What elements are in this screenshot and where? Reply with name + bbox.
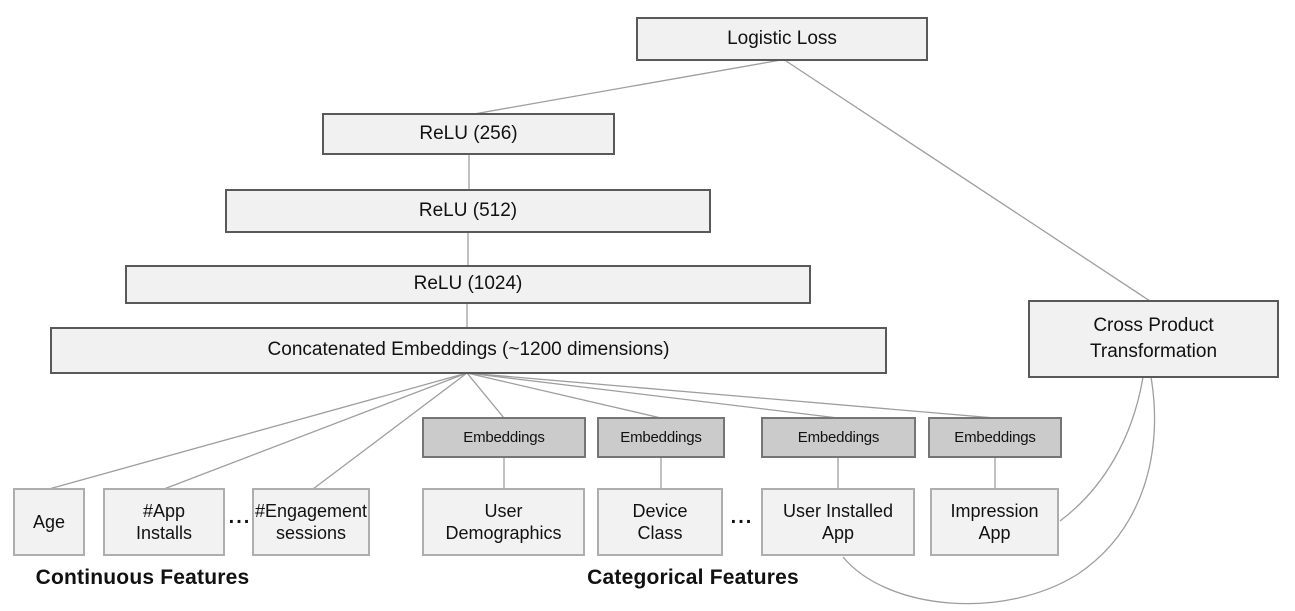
connector-concat-to-app-installs: [163, 372, 468, 490]
ellipsis-continuous-features: ...: [228, 506, 252, 528]
node-feature-impression-app: Impression App: [930, 488, 1059, 556]
group-label-continuous-features: Continuous Features: [35, 566, 250, 589]
node-feature-app-installs: #App Installs: [103, 488, 225, 556]
node-embeddings-user-demographics: Embeddings: [422, 417, 586, 458]
node-relu-256: ReLU (256): [322, 113, 615, 155]
node-feature-engagement-sessions: #Engagement sessions: [252, 488, 370, 556]
node-embeddings-device-class: Embeddings: [597, 417, 725, 458]
connector-loss-to-relu256: [473, 59, 782, 115]
node-relu-512: ReLU (512): [225, 189, 711, 233]
connector-concat-to-emb1: [466, 372, 505, 419]
node-feature-device-class: Device Class: [597, 488, 723, 556]
node-concatenated-embeddings: Concatenated Embeddings (~1200 dimension…: [50, 327, 887, 374]
connector-cross-product-to-impression-app: [1059, 376, 1144, 522]
connector-concat-to-emb2: [466, 372, 662, 419]
connector-loss-to-cross-product: [785, 60, 1151, 302]
connector-concat-to-engagement: [312, 372, 468, 490]
node-embeddings-impression-app: Embeddings: [928, 417, 1062, 458]
node-feature-user-demographics: User Demographics: [422, 488, 585, 556]
node-embeddings-user-installed-app: Embeddings: [761, 417, 916, 458]
ellipsis-categorical-features: ...: [730, 506, 754, 528]
group-label-categorical-features: Categorical Features: [587, 566, 799, 589]
connector-concat-to-age: [48, 372, 468, 490]
node-feature-user-installed-app: User Installed App: [761, 488, 915, 556]
connector-concat-to-emb4: [466, 372, 996, 419]
connector-cross-product-to-user-installed-app: [842, 376, 1156, 605]
node-feature-age: Age: [13, 488, 85, 556]
node-logistic-loss: Logistic Loss: [636, 17, 928, 61]
node-cross-product-transformation: Cross Product Transformation: [1028, 300, 1279, 378]
connector-concat-to-emb3: [466, 372, 839, 419]
node-relu-1024: ReLU (1024): [125, 265, 811, 304]
